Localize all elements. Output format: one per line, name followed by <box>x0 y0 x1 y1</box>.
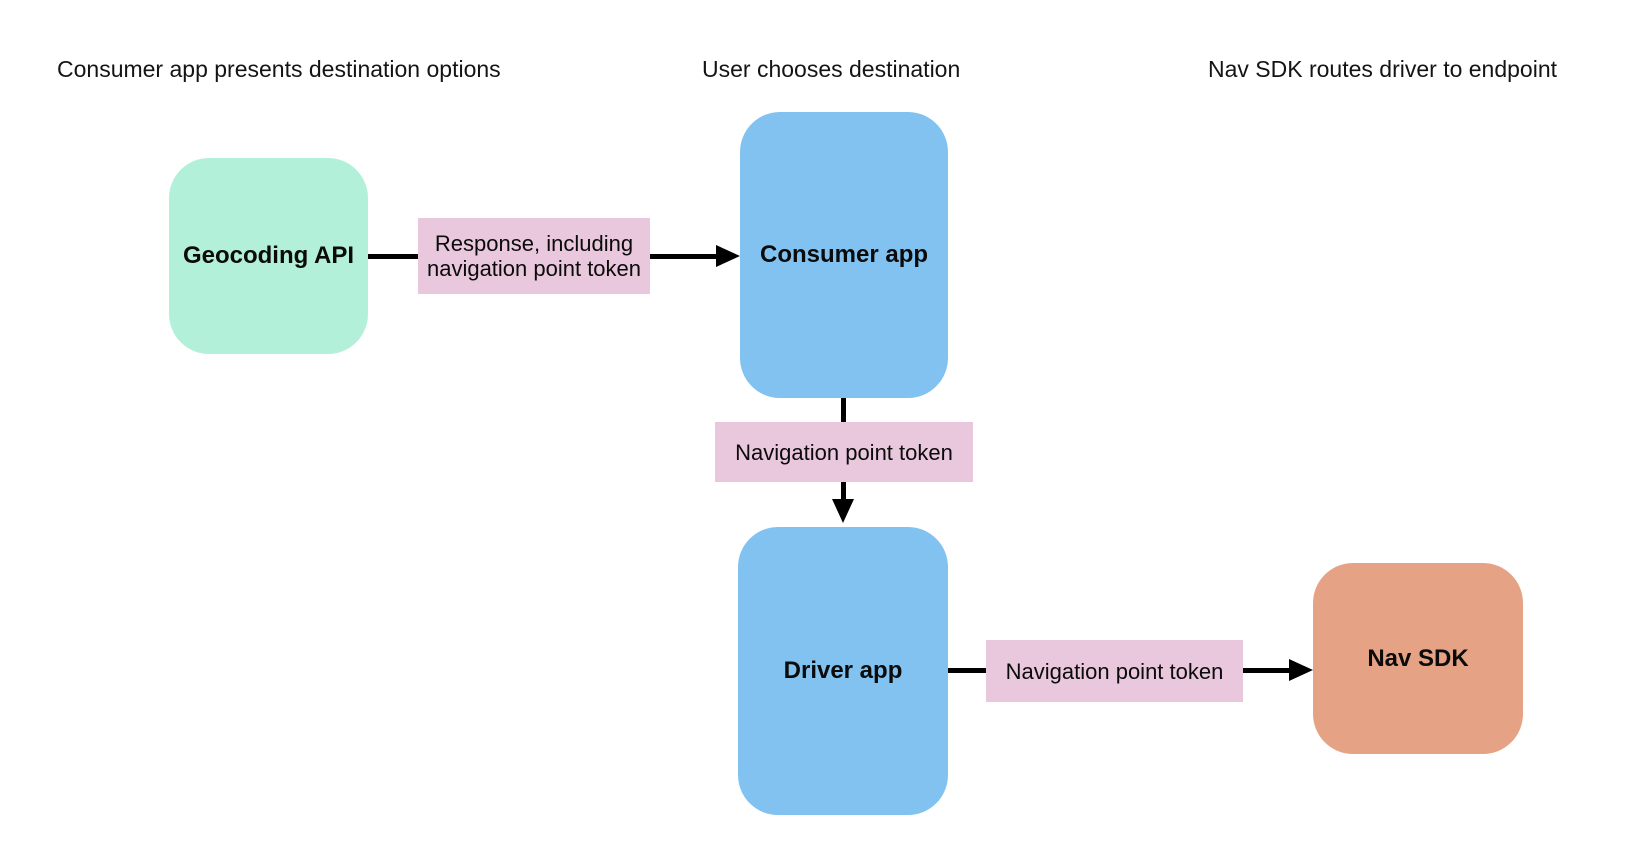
node-nav-sdk: Nav SDK <box>1313 563 1523 754</box>
stage-heading-user-chooses: User chooses destination <box>702 56 961 82</box>
node-geocoding-api: Geocoding API <box>169 158 368 354</box>
edge-label-navigation-point-token-vertical: Navigation point token <box>715 422 973 482</box>
stage-heading-nav-sdk-routes: Nav SDK routes driver to endpoint <box>1208 56 1558 82</box>
node-label-geocoding-api: Geocoding API <box>182 242 355 269</box>
arrowhead-right-into-nav-sdk-icon <box>1289 659 1313 681</box>
node-label-nav-sdk: Nav SDK <box>1367 644 1469 672</box>
stage-heading-consumer-app-presents: Consumer app presents destination option… <box>57 56 501 82</box>
edge-geocoding-to-label-line <box>368 253 418 259</box>
edge-label-navigation-point-token-horizontal: Navigation point token <box>986 640 1243 702</box>
node-label-consumer-app: Consumer app <box>759 241 929 268</box>
edge-label-response-including-token: Response, including navigation point tok… <box>418 218 650 294</box>
node-label-driver-app: Driver app <box>783 657 903 684</box>
node-consumer-app: Consumer app <box>740 112 948 398</box>
arrowhead-down-into-driver-app-icon <box>832 499 854 523</box>
edge-label-to-consumer-line <box>650 253 716 259</box>
arrowhead-right-into-consumer-app-icon <box>716 245 740 267</box>
node-driver-app: Driver app <box>738 527 948 815</box>
